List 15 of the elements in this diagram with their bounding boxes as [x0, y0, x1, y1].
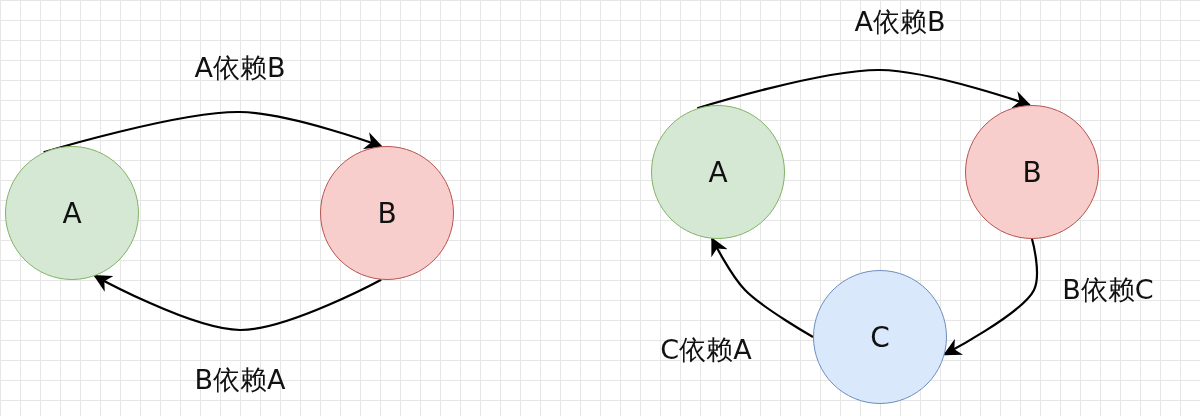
- arrow: [943, 238, 1039, 356]
- edge-label: C依赖A: [660, 335, 752, 365]
- arrow: [43, 110, 383, 154]
- edge-label: A依赖B: [854, 7, 946, 37]
- edge-label: B依赖A: [194, 365, 286, 395]
- edge-label: B依赖C: [1062, 275, 1154, 305]
- arrow: [93, 275, 382, 332]
- edge-label: A依赖B: [194, 53, 286, 83]
- node-label: B: [377, 196, 397, 230]
- node-label: B: [1022, 155, 1042, 189]
- node-label: A: [62, 196, 82, 230]
- arrow: [711, 237, 814, 338]
- arrow: [696, 68, 1032, 110]
- node-label: A: [708, 155, 728, 189]
- node-label: C: [870, 320, 890, 354]
